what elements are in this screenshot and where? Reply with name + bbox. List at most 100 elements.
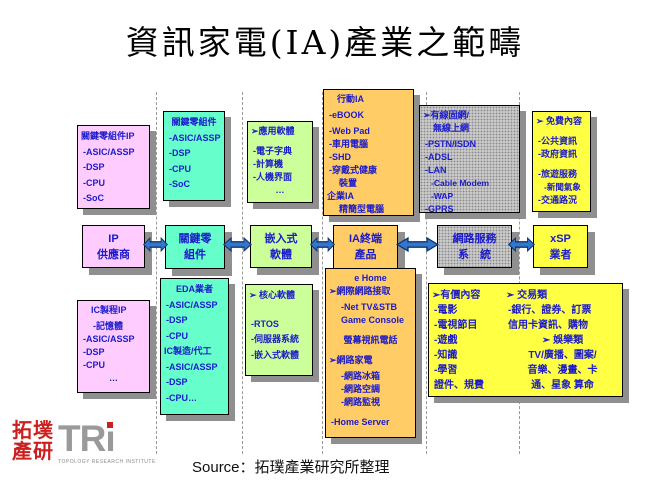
box-line: ➢ 交易類 xyxy=(506,290,548,301)
box-key-components: 關鍵零組件 -ASIC/ASSP -DSP -CPU -SoC xyxy=(163,111,225,201)
box-wired-wireless-network: ➢有線固網/無線上網-PSTN/ISDN-ADSL-LAN-Cable Mode… xyxy=(419,105,520,214)
page-title: 資訊家電(IA)產業之範疇 xyxy=(125,23,525,62)
box-line: -PSTN/ISDN xyxy=(425,139,477,149)
box-line: -DSP xyxy=(83,162,105,172)
box-line: 組件 xyxy=(184,249,206,261)
bidirectional-arrow-icon xyxy=(222,236,253,253)
box-line: TV/廣播、圖案/ xyxy=(528,350,597,361)
box-line: -網路空調 xyxy=(341,384,380,394)
logo-acronym: TRı xyxy=(58,420,156,458)
box-line: ➢ 娛樂類 xyxy=(541,335,584,346)
box-line: ➢應用軟體 xyxy=(251,126,295,136)
box-line: ➢網路家電 xyxy=(329,355,373,365)
box-line: e Home xyxy=(354,273,387,283)
box-paid-content: ➢有價內容-電影-電視節目-遊戲-知識-學習證件、規費 ➢ 交易類-銀行、證券、… xyxy=(428,283,623,397)
box-line: -電視節目 xyxy=(434,320,478,331)
box-line: -新聞氣象 xyxy=(544,182,581,192)
box-line: IC製造/代工 xyxy=(164,346,212,356)
box-line: 裝置 xyxy=(339,178,358,188)
box-line: -ASIC/ASSP xyxy=(83,334,135,344)
box-line: 音樂、漫畫、卡 xyxy=(527,365,598,376)
box-line: -電子字典 xyxy=(253,146,292,156)
box-line: 嵌入式 xyxy=(264,232,298,245)
box-line: -人機界面 xyxy=(253,172,292,182)
box-line: 通、星象 算命 xyxy=(531,380,594,391)
box-free-content: ➢ 免費內容-公共資訊-政府資訊-旅遊服務-新聞氣象-交通路況 xyxy=(532,111,591,212)
box-line: -DSP xyxy=(83,347,105,357)
box-line: -SoC xyxy=(169,179,190,189)
bidirectional-arrow-icon xyxy=(395,236,440,253)
box-line: -Net TV&STB xyxy=(341,302,397,312)
box-line: -網路監視 xyxy=(341,397,380,407)
logo-zh-row: 產研 xyxy=(12,439,54,463)
box-line: -銀行、證券、訂票 xyxy=(508,305,592,316)
box-line: 產品 xyxy=(354,249,377,261)
box-line: ➢有線固網/ xyxy=(423,110,470,120)
box-line: -記憶體 xyxy=(93,321,123,331)
column-separator xyxy=(156,92,157,454)
box-core-software: ➢ 核心軟體-RTOS-伺服器系統-嵌入式軟體 xyxy=(245,284,313,376)
box-line: -DSP xyxy=(166,315,188,325)
column-separator xyxy=(426,92,427,454)
source-caption: Source：拓璞產業研究所整理 xyxy=(192,459,390,476)
box-line: -LAN xyxy=(425,165,447,175)
box-line: IP xyxy=(108,232,119,245)
box-line: 關鍵零組件IP xyxy=(81,131,135,141)
box-line: 供應商 xyxy=(97,248,130,261)
tri-logo: 拓墣 產研 TRı TOPOLOGY RESEARCH INSTITUTE xyxy=(12,420,192,478)
logo-subtitle: TOPOLOGY RESEARCH INSTITUTE xyxy=(58,459,156,465)
box-key-components-ip: 關鍵零組件IP-ASIC/ASSP-DSP-CPU-SoC xyxy=(77,125,150,209)
logo-acronym-i: ı xyxy=(105,418,115,459)
column-separator xyxy=(242,92,243,454)
box-line: -Home Server xyxy=(331,417,390,427)
chain-box-network-service-system: 網路服務系 統 xyxy=(437,225,512,268)
box-line: -ASIC/ASSP xyxy=(166,299,218,310)
box-line: 系 統 xyxy=(458,248,491,261)
box-line: ➢ 免費內容 xyxy=(536,116,583,126)
box-line: ➢有價內容 xyxy=(432,290,481,301)
box-application-software: ➢應用軟體 -電子字典 -計算機 -人機界面 … xyxy=(247,121,313,203)
box-line: 網路服務 xyxy=(452,232,497,245)
chain-box-ia-end-products: IA終端產品 xyxy=(333,225,398,269)
box-line: -嵌入式軟體 xyxy=(251,349,299,360)
box-line: 業者 xyxy=(549,248,572,261)
box-line: -政府資訊 xyxy=(538,149,577,159)
box-line: EDA業者 xyxy=(175,284,213,294)
box-line: -ASIC/ASSP xyxy=(169,132,221,143)
column-separator xyxy=(322,92,323,454)
logo-zh-row: 拓墣 xyxy=(12,418,54,442)
box-line: 無線上網 xyxy=(433,123,470,133)
box-line: -GPRS xyxy=(425,204,454,214)
box-line: -網路冰箱 xyxy=(341,371,380,381)
box-line: -計算機 xyxy=(253,159,283,169)
box-line: -DSP xyxy=(169,148,191,158)
logo-chinese: 拓墣 產研 xyxy=(12,420,54,462)
box-line: … xyxy=(275,185,285,195)
box-line: 關鍵零組件 xyxy=(171,117,217,127)
bidirectional-arrow-icon xyxy=(309,236,336,253)
box-line: -穿戴式健康 xyxy=(329,165,377,175)
bidirectional-arrow-icon xyxy=(507,236,536,253)
box-line: … xyxy=(109,373,118,383)
box-line: -WAP xyxy=(431,191,454,201)
box-line: ➢網際網路接取 xyxy=(329,286,391,296)
logo-acronym-i-glyph: ı xyxy=(105,418,115,459)
box-line: -SHD xyxy=(329,152,351,162)
box-line: 軟體 xyxy=(270,248,292,261)
box-line: 證件、規費 xyxy=(434,380,484,391)
box-line: -遊戲 xyxy=(434,335,458,346)
box-line: -CPU xyxy=(169,163,191,174)
bidirectional-arrow-icon xyxy=(142,236,169,253)
box-line: -電影 xyxy=(434,305,458,316)
box-line: 螢幕視訊電話 xyxy=(343,335,398,345)
box-line: -CPU xyxy=(83,177,105,188)
box-line: -RTOS xyxy=(251,318,279,329)
chain-box-embedded-software: 嵌入式軟體 xyxy=(250,225,312,268)
logo-wordmark: TRı TOPOLOGY RESEARCH INSTITUTE xyxy=(58,420,156,466)
box-line: 精簡型電腦 xyxy=(339,204,385,214)
box-line: Game Console xyxy=(341,315,405,325)
box-line: 關鍵零 xyxy=(178,233,212,245)
